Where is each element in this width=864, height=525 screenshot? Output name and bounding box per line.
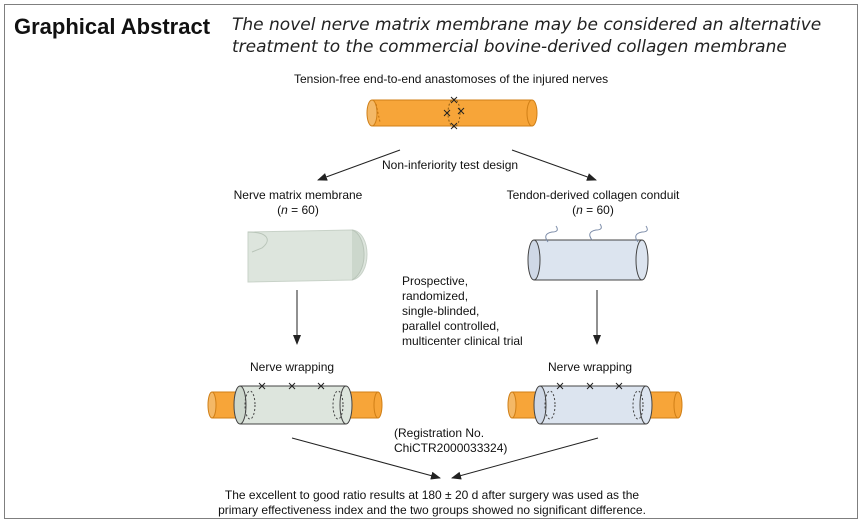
trial-line: multicenter clinical trial [402,334,523,348]
tendon-collagen-conduit-illustration [527,223,649,281]
registration-text: (Registration No. ChiCTR2000033324) [394,426,507,456]
left-to-result-arrow [291,437,441,480]
trial-line: parallel controlled, [402,319,500,333]
result-line-1: The excellent to good ratio results at 1… [224,488,640,502]
trial-design-text: Prospective, randomized, single-blinded,… [402,274,523,349]
anastomosis-label: Tension-free end-to-end anastomoses of t… [294,72,609,86]
registration-line-1: (Registration No. [394,426,485,440]
left-wrapping-label: Nerve wrapping [250,360,335,374]
trial-line: randomized, [402,289,469,303]
trial-line: Prospective, [402,274,469,288]
arrow-to-left-group [317,149,401,181]
suture-marks [443,96,465,130]
nerve-matrix-membrane-illustration [247,229,368,283]
arrow-to-right-group [511,149,597,181]
graphical-abstract-title: Graphical Abstract [14,14,211,39]
left-group-label: Nerve matrix membrane (n = 60) [218,188,378,218]
design-label: Non-inferiority test design [380,158,521,173]
figure-frame [4,4,858,519]
registration-line-2: ChiCTR2000033324) [394,441,508,455]
right-group-n: (n = 60) [572,203,614,217]
left-group-n: (n = 60) [277,203,319,217]
result-text: The excellent to good ratio results at 1… [160,488,704,518]
left-wrapped-nerve-illustration [207,382,383,425]
right-wrapped-nerve-illustration [507,382,683,425]
subtitle-line-2: treatment to the commercial bovine-deriv… [232,37,787,57]
right-group-name: Tendon-derived collagen conduit [506,188,680,202]
right-group-label: Tendon-derived collagen conduit (n = 60) [488,188,698,218]
left-group-name: Nerve matrix membrane [233,188,363,202]
right-to-result-arrow [451,437,599,480]
graphical-abstract-subtitle: The novel nerve matrix membrane may be c… [232,14,832,58]
anastomosed-nerve-illustration [366,96,538,130]
subtitle-line-1: The novel nerve matrix membrane may be c… [232,15,822,35]
trial-line: single-blinded, [402,304,480,318]
result-line-2: primary effectiveness index and the two … [218,503,646,517]
right-wrapping-label: Nerve wrapping [548,360,633,374]
conduit-suture-marks [545,223,648,243]
